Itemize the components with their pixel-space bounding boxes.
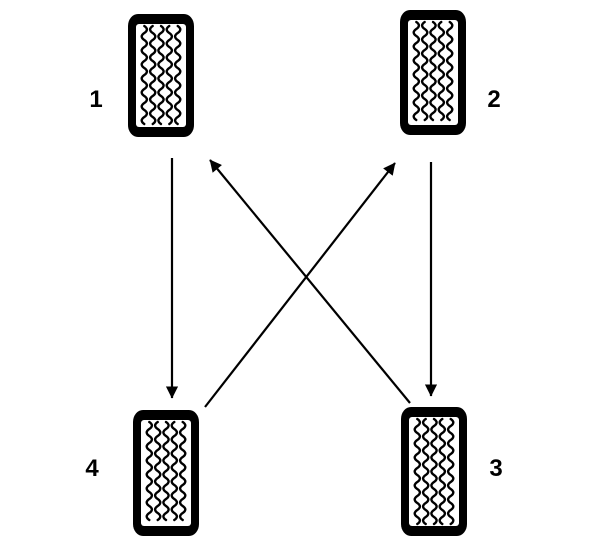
- tread-groove: [438, 417, 447, 526]
- tread-groove: [429, 20, 437, 122]
- tread-groove: [437, 20, 446, 122]
- tire-1-icon: [128, 14, 194, 137]
- tire-4-icon: [133, 410, 199, 536]
- tire-tread: [141, 420, 191, 526]
- tire-2-icon: [400, 10, 466, 135]
- tire-3-label: 3: [489, 455, 502, 482]
- tire-1-label: 1: [89, 86, 102, 113]
- tread-groove: [165, 24, 174, 126]
- tread-groove: [446, 417, 455, 526]
- tread-groove: [421, 417, 430, 526]
- tire-4-label: 4: [85, 455, 99, 482]
- tread-groove: [148, 24, 157, 126]
- tread-groove: [162, 420, 170, 522]
- tire-2-label: 2: [487, 86, 500, 113]
- arrow-tire-3-to-1: [209, 159, 411, 404]
- tire-labels: 1 2 3 4: [85, 86, 502, 482]
- tire-3-icon: [401, 407, 467, 536]
- tire-tread: [409, 417, 459, 526]
- tread-groove: [145, 420, 154, 522]
- tread-groove: [445, 20, 454, 122]
- tire-tread: [408, 20, 458, 125]
- tread-groove: [412, 20, 421, 122]
- tires: [128, 10, 467, 536]
- tread-groove: [173, 24, 182, 126]
- tread-groove: [178, 420, 187, 522]
- tread-groove: [420, 20, 429, 122]
- arrow-tire-4-to-2: [204, 162, 396, 408]
- tread-groove: [140, 24, 149, 126]
- tread-groove: [157, 24, 165, 126]
- tread-groove: [153, 420, 162, 522]
- tread-groove: [170, 420, 179, 522]
- rotation-arrows: [165, 158, 438, 408]
- tread-groove: [413, 417, 422, 526]
- tread-groove: [430, 417, 438, 526]
